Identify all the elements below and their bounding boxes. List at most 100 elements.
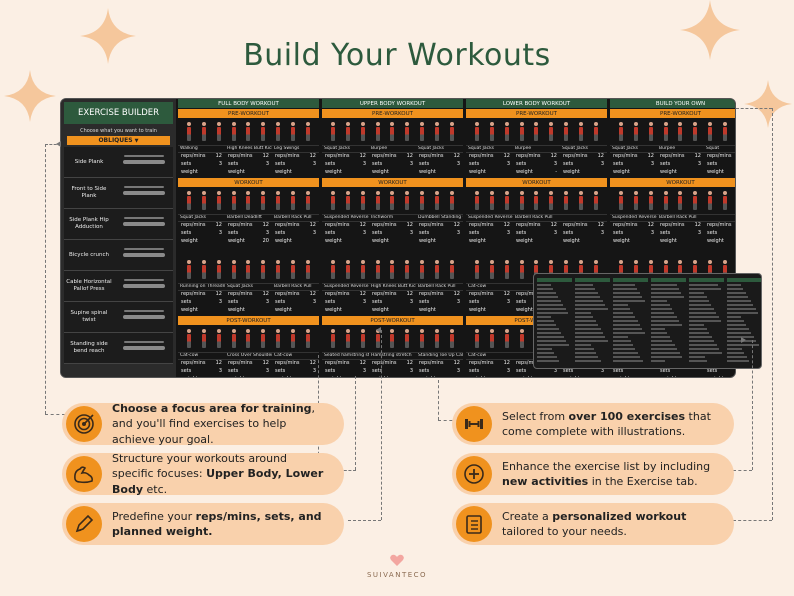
exercise-list-item[interactable]: Supine spinal twist: [64, 302, 173, 333]
stat-value[interactable]: 12: [309, 222, 316, 228]
exercise-list-item[interactable]: Cable Horizontal Pallof Press: [64, 271, 173, 302]
exercise-select[interactable]: Cat-cow: [468, 284, 487, 289]
exercise-select[interactable]: Barbell Rack Pull: [418, 284, 456, 289]
exercise-select-row[interactable]: Seated hamstring stretchHamstring stretc…: [322, 352, 463, 360]
stat-value[interactable]: 3: [456, 161, 460, 167]
exercise-select[interactable]: Running on Threadmill: [180, 284, 225, 289]
exercise-select[interactable]: Barbell Rack Pull: [515, 215, 553, 220]
exercise-select[interactable]: Hamstring stretch: [371, 353, 412, 358]
stat-value[interactable]: 12: [694, 153, 701, 159]
stat-value[interactable]: 12: [453, 291, 460, 297]
exercise-select[interactable]: Cat-cow: [180, 353, 199, 358]
exercise-select[interactable]: Inchworm: [371, 215, 394, 220]
stat-value[interactable]: 3: [553, 161, 557, 167]
stat-value[interactable]: 3: [409, 368, 413, 374]
stat-value[interactable]: 12: [359, 360, 366, 366]
stat-value[interactable]: 12: [453, 360, 460, 366]
exercise-select[interactable]: Squat Jacks: [227, 284, 254, 289]
stat-value[interactable]: 3: [553, 230, 557, 236]
stat-value[interactable]: 3: [312, 230, 316, 236]
stat-value[interactable]: 12: [503, 360, 510, 366]
stat-value[interactable]: 3: [409, 299, 413, 305]
stat-value[interactable]: 3: [218, 299, 222, 305]
stat-value[interactable]: 3: [312, 299, 316, 305]
exercise-select[interactable]: Cross Over Shoulder Stretch: [227, 353, 272, 358]
exercise-select-row[interactable]: Suspended Reverse CrunchBarbell Rack Pul…: [610, 214, 735, 222]
stat-value[interactable]: 12: [550, 153, 557, 159]
exercise-select[interactable]: Burpee: [515, 146, 532, 151]
stat-value[interactable]: 3: [456, 299, 460, 305]
stat-value[interactable]: 12: [215, 153, 222, 159]
exercise-select[interactable]: Squat Jacks: [562, 146, 589, 151]
stat-value[interactable]: 12: [359, 222, 366, 228]
exercise-select[interactable]: Dumbbell Standing Overhead: [418, 215, 463, 220]
exercise-select[interactable]: Cat-cow: [468, 353, 487, 358]
exercise-list-item[interactable]: Side Plank Hip Adduction: [64, 209, 173, 240]
stat-value[interactable]: 12: [453, 222, 460, 228]
exercise-select[interactable]: Suspended Reverse Crunch: [468, 215, 513, 220]
stat-value[interactable]: 3: [312, 161, 316, 167]
stat-value[interactable]: 12: [359, 153, 366, 159]
stat-value[interactable]: 3: [456, 230, 460, 236]
stat-value[interactable]: 12: [309, 291, 316, 297]
stat-value[interactable]: 12: [453, 153, 460, 159]
exercise-select[interactable]: Burpee: [659, 146, 676, 151]
stat-value[interactable]: 3: [697, 161, 701, 167]
exercise-list-item[interactable]: Side Plank: [64, 147, 173, 178]
focus-area-select[interactable]: OBLIQUES ▼: [67, 136, 170, 145]
stat-value[interactable]: 12: [262, 360, 269, 366]
exercise-select[interactable]: Barbell Rack Pull: [274, 284, 312, 289]
stat-value[interactable]: 12: [406, 153, 413, 159]
stat-value[interactable]: 12: [215, 222, 222, 228]
stat-value[interactable]: 3: [265, 368, 269, 374]
stat-value[interactable]: 12: [503, 291, 510, 297]
stat-value[interactable]: 20: [262, 238, 269, 244]
exercise-select-row[interactable]: Running on ThreadmillSquat Jacks Barbell …: [178, 283, 319, 291]
stat-value[interactable]: 3: [265, 161, 269, 167]
stat-value[interactable]: 3: [506, 299, 510, 305]
stat-value[interactable]: 12: [597, 222, 604, 228]
stat-value[interactable]: 12: [503, 153, 510, 159]
stat-value[interactable]: 12: [503, 222, 510, 228]
stat-value[interactable]: 3: [362, 368, 366, 374]
stat-value[interactable]: 12: [406, 360, 413, 366]
exercise-select[interactable]: Cat-cow: [274, 353, 293, 358]
stat-value[interactable]: 12: [262, 222, 269, 228]
exercise-select-row[interactable]: Squat Jacks Burpee Squat Jacks: [466, 145, 607, 153]
stat-value[interactable]: 3: [600, 230, 604, 236]
exercise-select[interactable]: [560, 215, 607, 221]
stat-value[interactable]: 12: [309, 360, 316, 366]
stat-value[interactable]: 3: [553, 368, 557, 374]
exercise-select[interactable]: Barbell Deadlift: [227, 215, 262, 220]
stat-value[interactable]: 3: [312, 368, 316, 374]
stat-value[interactable]: 12: [262, 153, 269, 159]
exercise-select[interactable]: Leg Swings: [274, 146, 300, 151]
stat-value[interactable]: 3: [456, 368, 460, 374]
stat-value[interactable]: 12: [406, 291, 413, 297]
stat-value[interactable]: 3: [506, 368, 510, 374]
stat-value[interactable]: 12: [262, 291, 269, 297]
stat-value[interactable]: 3: [362, 299, 366, 305]
exercise-select[interactable]: Squat: [706, 146, 720, 151]
stat-value[interactable]: 12: [647, 222, 654, 228]
exercise-select[interactable]: Suspended Reverse Crunch: [324, 215, 369, 220]
stat-value[interactable]: 12: [309, 153, 316, 159]
stat-value[interactable]: 3: [265, 299, 269, 305]
exercise-select[interactable]: High Knees Butt Kicks: [227, 146, 272, 151]
stat-value[interactable]: 3: [409, 230, 413, 236]
exercise-select[interactable]: High Knees Butt Kicks: [371, 284, 416, 289]
stat-value[interactable]: 3: [362, 230, 366, 236]
exercise-select-row[interactable]: Squat Jacks Burpee Squat: [610, 145, 735, 153]
exercise-select-row[interactable]: Suspended Reverse CrunchBarbell Rack Pul…: [466, 214, 607, 222]
stat-value[interactable]: 12: [215, 360, 222, 366]
exercise-select[interactable]: Squat Jacks: [180, 215, 207, 220]
exercise-select[interactable]: Barbell Rack Pull: [659, 215, 697, 220]
exercise-select[interactable]: Squat Jacks: [468, 146, 495, 151]
stat-value[interactable]: 3: [650, 230, 654, 236]
stat-value[interactable]: 3: [600, 161, 604, 167]
exercise-select[interactable]: Squat Jacks: [612, 146, 639, 151]
